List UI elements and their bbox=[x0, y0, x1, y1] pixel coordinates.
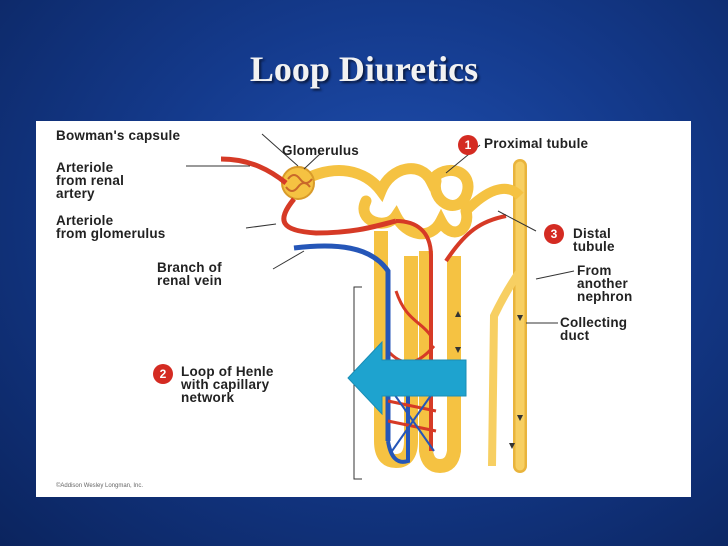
label-bowmans-capsule: Bowman's capsule bbox=[56, 128, 181, 143]
label-branch-renal-vein: Branch of renal vein bbox=[157, 260, 223, 288]
label-proximal-tubule: Proximal tubule bbox=[484, 136, 589, 151]
leader-glomerulus bbox=[303, 152, 322, 170]
slide-title: Loop Diuretics bbox=[249, 49, 479, 89]
badge-loop: 2 bbox=[153, 364, 173, 384]
label-glomerulus: Glomerulus bbox=[282, 143, 360, 158]
nephron-illustration bbox=[186, 133, 575, 480]
pointer-arrow-icon bbox=[347, 340, 467, 416]
leader-arteriole-glomerulus bbox=[245, 223, 277, 229]
label-arteriole-renal: Arteriole from renal artery bbox=[56, 160, 125, 201]
leader-renal-vein bbox=[272, 250, 305, 270]
leader-distal-tubule bbox=[497, 210, 537, 232]
leader-bowmans-capsule bbox=[261, 133, 299, 167]
copyright-text: ©Addison Wesley Longman, Inc. bbox=[56, 483, 144, 489]
label-distal-tubule: Distal tubule bbox=[573, 226, 615, 254]
badge-proximal: 1 bbox=[458, 135, 478, 155]
label-collecting-duct: Collecting duct bbox=[560, 315, 628, 343]
leader-another-nephron bbox=[535, 270, 575, 280]
label-from-another-nephron: From another nephron bbox=[577, 263, 633, 304]
badge-distal: 3 bbox=[544, 224, 564, 244]
label-loop-of-henle: Loop of Henle with capillary network bbox=[181, 364, 274, 405]
nephron-diagram: Bowman's capsule Glomerulus Arteriole fr… bbox=[36, 121, 691, 497]
label-arteriole-glomerulus: Arteriole from glomerulus bbox=[56, 213, 166, 241]
